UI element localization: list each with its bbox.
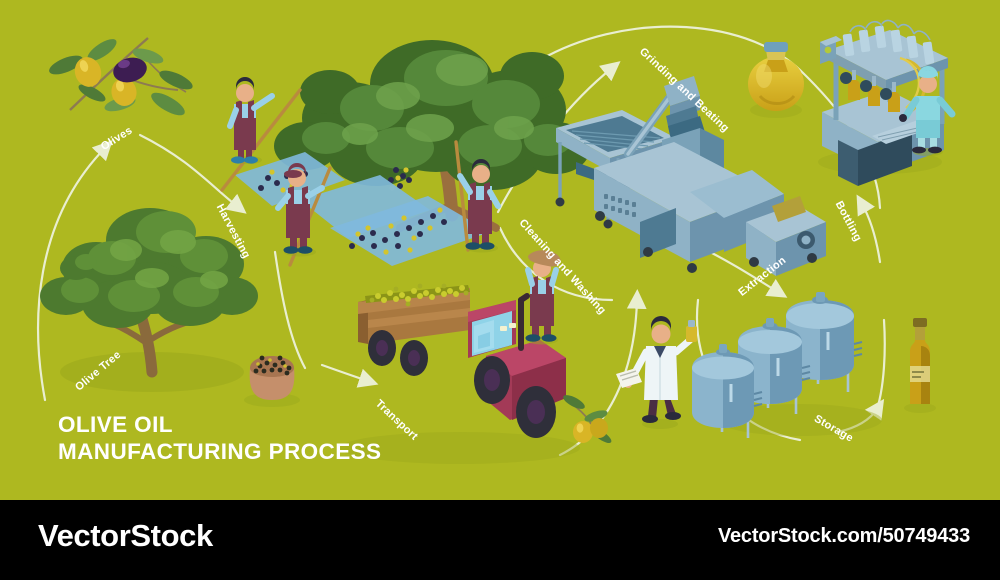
harvest-worker-3 — [454, 140, 501, 253]
olive-sack — [244, 355, 300, 407]
small-bush — [60, 254, 97, 280]
lab-technician — [616, 316, 697, 429]
watermark-bar — [0, 500, 1000, 580]
olive-branch — [49, 37, 193, 116]
arrow-harvesting-down — [273, 250, 307, 370]
infographic-canvas: OLIVE OIL MANUFACTURING PROCESS Olives H… — [0, 0, 1000, 500]
storage-tanks — [692, 292, 882, 438]
arrow-transport — [320, 363, 379, 388]
scene-illustration-layer — [40, 19, 956, 464]
arrow-bottling — [856, 194, 882, 264]
grinder-press — [594, 76, 826, 276]
vectorstock-url: VectorStock.com/50749433 — [717, 525, 970, 547]
arrow-extraction — [704, 248, 788, 298]
page-title: OLIVE OIL MANUFACTURING PROCESS — [58, 412, 382, 464]
arrow-transport-to-cleaning — [558, 289, 647, 457]
loader-worker — [525, 250, 561, 345]
arrow-storage-in — [836, 398, 885, 434]
olive-sprig — [563, 395, 612, 443]
bottling-worker — [899, 66, 956, 156]
oil-flask — [748, 42, 804, 118]
harvest-tree — [274, 40, 590, 232]
tractor — [340, 283, 580, 464]
harvest-worker-1 — [220, 77, 302, 192]
arrow-tree-to-olives — [37, 140, 113, 402]
olive-tree-large — [40, 208, 258, 392]
oil-bottle — [904, 318, 936, 413]
vectorstock-logo: VectorStock — [38, 518, 213, 553]
harvest-worker-2 — [275, 163, 332, 267]
arrow-olives-to-harvesting — [138, 133, 247, 214]
